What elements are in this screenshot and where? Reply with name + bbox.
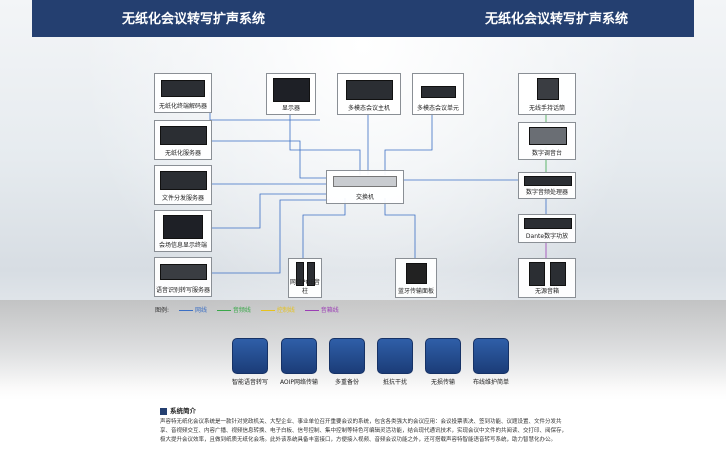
shield-icon bbox=[377, 338, 413, 374]
backup-icon bbox=[329, 338, 365, 374]
legend-item-network: 网线 bbox=[178, 307, 207, 314]
switch-icon bbox=[333, 176, 397, 187]
heading-marker-icon bbox=[160, 407, 167, 415]
legend-line-control bbox=[260, 310, 275, 311]
device-info-display: 会场信息显示终端 bbox=[154, 210, 212, 252]
mic-unit-icon bbox=[421, 86, 456, 98]
device-display: 显示器 bbox=[266, 73, 316, 115]
device-processor-label: 数字音频处理器 bbox=[525, 189, 568, 196]
header-banner: 无纸化会议转写扩声系统 无纸化会议转写扩声系统 bbox=[32, 0, 694, 37]
feature-lossless: 无损传输 bbox=[425, 338, 461, 386]
legend-item-control: 控制线 bbox=[260, 307, 295, 314]
device-console: 数字调音台 bbox=[518, 122, 576, 160]
device-server: 无纸化服务器 bbox=[154, 120, 212, 160]
display-icon bbox=[273, 78, 310, 102]
device-voice-server-label: 语音识别转写服务器 bbox=[155, 287, 210, 294]
legend: 图例: 网线 音频线 控制线 音箱线 bbox=[155, 305, 347, 314]
legend-line-audio bbox=[216, 310, 231, 311]
device-wireless-mic-label: 无线手持话筒 bbox=[528, 105, 565, 112]
amplifier-icon bbox=[524, 218, 572, 229]
device-poe-column: 网络POE音柱 bbox=[288, 258, 322, 298]
host-icon bbox=[346, 80, 393, 100]
legend-line-speaker bbox=[304, 310, 319, 311]
device-display-label: 显示器 bbox=[281, 105, 300, 112]
panel-icon bbox=[406, 263, 427, 284]
file-server-icon bbox=[160, 171, 207, 190]
banner-title-left: 无纸化会议转写扩声系统 bbox=[122, 12, 266, 27]
feature-backup: 多重备份 bbox=[329, 338, 365, 386]
legend-line-network bbox=[178, 310, 193, 311]
device-wireless-mic: 无线手持话筒 bbox=[518, 73, 576, 115]
device-panel-label: 蓝牙传输面板 bbox=[397, 288, 434, 295]
device-unit-label: 多模态会议单元 bbox=[416, 105, 459, 112]
wireless-mic-icon bbox=[537, 78, 559, 100]
device-info-display-label: 会场信息显示终端 bbox=[158, 242, 207, 249]
device-panel: 蓝牙传输面板 bbox=[395, 258, 437, 298]
decoder-icon bbox=[161, 80, 205, 97]
intro-heading: 系统简介 bbox=[160, 407, 570, 416]
legend-title: 图例: bbox=[155, 307, 170, 314]
feature-wiring: 布线维护简单 bbox=[473, 338, 509, 386]
device-dante-amp-label: Dante数字功放 bbox=[525, 233, 569, 240]
speaker-icon-2 bbox=[550, 262, 566, 286]
device-unit: 多模态会议单元 bbox=[412, 73, 464, 115]
column-speaker-icon bbox=[296, 262, 304, 286]
transcription-icon bbox=[232, 338, 268, 374]
server-icon bbox=[160, 126, 207, 145]
device-console-label: 数字调音台 bbox=[531, 150, 562, 157]
device-switch: 交换机 bbox=[326, 170, 404, 204]
device-voice-server: 语音识别转写服务器 bbox=[154, 257, 212, 297]
intro-text: 声容特无纸化会议系统是一款针对党政机关、大型企业、事业单位召开重要会议的系统，包… bbox=[160, 419, 568, 443]
column-speaker-icon-2 bbox=[307, 262, 315, 286]
legend-item-audio: 音频线 bbox=[216, 307, 251, 314]
rack-server-icon bbox=[160, 264, 207, 280]
banner-title-right: 无纸化会议转写扩声系统 bbox=[485, 12, 629, 27]
processor-icon bbox=[524, 176, 572, 186]
device-file-server: 文件分发服务器 bbox=[154, 165, 212, 205]
device-poe-column-label: 网络POE音柱 bbox=[289, 279, 321, 295]
speaker-icon bbox=[529, 262, 545, 286]
device-host: 多模态会议主机 bbox=[337, 73, 401, 115]
feature-anti-interference: 抵抗干扰 bbox=[377, 338, 413, 386]
feature-speech-transcription: 智能语音转写 bbox=[232, 338, 268, 386]
device-processor: 数字音频处理器 bbox=[518, 172, 576, 199]
device-dante-amp: Dante数字功放 bbox=[518, 214, 576, 243]
monitor-icon bbox=[163, 215, 203, 239]
system-intro: 系统简介 声容特无纸化会议系统是一款针对党政机关、大型企业、事业单位召开重要会议… bbox=[160, 407, 570, 445]
lossless-icon bbox=[425, 338, 461, 374]
globe-icon bbox=[281, 338, 317, 374]
device-speaker: 无源音箱 bbox=[518, 258, 576, 298]
feature-aoip: AOIP网络传输 bbox=[280, 338, 318, 386]
device-host-label: 多模态会议主机 bbox=[347, 105, 390, 112]
device-speaker-label: 无源音箱 bbox=[534, 288, 559, 295]
device-server-label: 无纸化服务器 bbox=[164, 150, 201, 157]
mixer-icon bbox=[529, 127, 567, 145]
legend-item-speaker: 音箱线 bbox=[304, 307, 339, 314]
device-file-server-label: 文件分发服务器 bbox=[161, 195, 204, 202]
device-switch-label: 交换机 bbox=[355, 194, 374, 201]
device-decoder-label: 无纸化终端解码器 bbox=[158, 103, 207, 110]
network-share-icon bbox=[473, 338, 509, 374]
device-decoder: 无纸化终端解码器 bbox=[154, 73, 212, 113]
